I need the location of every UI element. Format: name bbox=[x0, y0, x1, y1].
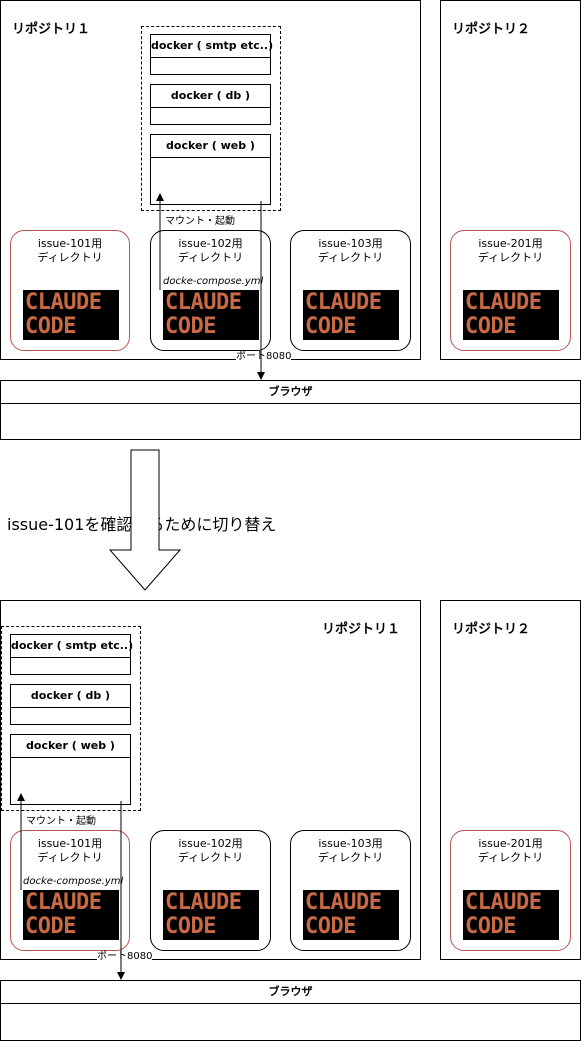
port-label: ポート8080 bbox=[97, 951, 153, 963]
repo2-title: リポジトリ２ bbox=[452, 22, 531, 37]
docker-web-box: docker ( web ) bbox=[150, 134, 271, 205]
browser-box: ブラウザ bbox=[0, 380, 581, 440]
directory-sub: ディレクトリ bbox=[177, 851, 244, 864]
docker-group bbox=[1, 626, 141, 811]
directory-name: issue-201用 bbox=[478, 237, 543, 250]
compose-label: docke-compose.yml bbox=[23, 876, 124, 888]
directory-sub: ディレクトリ bbox=[317, 851, 384, 864]
directory-name: issue-101用 bbox=[37, 837, 103, 850]
browser-title: ブラウザ bbox=[1, 381, 580, 404]
docker-group bbox=[141, 26, 281, 211]
directory-sub: ディレクトリ bbox=[477, 251, 544, 264]
directory-name: issue-101用 bbox=[37, 237, 103, 250]
directory-name: issue-103用 bbox=[318, 837, 383, 850]
directory-name: issue-103用 bbox=[318, 237, 383, 250]
directory-sub: ディレクトリ bbox=[37, 251, 103, 264]
docker-smtp-box: docker ( smtp etc..) bbox=[150, 34, 273, 75]
docker-db-box: docker ( db ) bbox=[10, 684, 131, 725]
docker-smtp-label: docker ( smtp etc..) bbox=[151, 35, 273, 58]
docker-web-box: docker ( web ) bbox=[10, 734, 131, 805]
directory-sub: ディレクトリ bbox=[177, 251, 244, 264]
directory-sub: ディレクトリ bbox=[317, 251, 384, 264]
docker-web-label: docker ( web ) bbox=[11, 735, 130, 758]
docker-smtp-box: docker ( smtp etc..) bbox=[10, 634, 133, 675]
directory-name: issue-102用 bbox=[178, 237, 243, 250]
docker-db-label: docker ( db ) bbox=[151, 85, 270, 108]
directory-sub: ディレクトリ bbox=[37, 851, 103, 864]
docker-db-label: docker ( db ) bbox=[11, 685, 130, 708]
browser-title: ブラウザ bbox=[1, 981, 580, 1004]
docker-smtp-label: docker ( smtp etc..) bbox=[11, 635, 133, 658]
repo1-title: リポジトリ１ bbox=[12, 22, 91, 37]
directory-name: issue-102用 bbox=[178, 837, 243, 850]
switch-caption: issue-101を確認するために切り替え bbox=[7, 515, 277, 534]
directory-sub: ディレクトリ bbox=[477, 851, 544, 864]
docker-db-box: docker ( db ) bbox=[150, 84, 271, 125]
browser-box: ブラウザ bbox=[0, 980, 581, 1041]
mount-label: マウント・起動 bbox=[26, 816, 96, 827]
directory-name: issue-201用 bbox=[478, 837, 543, 850]
docker-web-label: docker ( web ) bbox=[151, 135, 270, 158]
port-label: ポート8080 bbox=[236, 351, 292, 363]
repo1-title: リポジトリ１ bbox=[322, 622, 401, 637]
compose-label: docke-compose.yml bbox=[163, 276, 264, 288]
repo2-title: リポジトリ２ bbox=[452, 622, 531, 637]
mount-label: マウント・起動 bbox=[165, 216, 235, 227]
